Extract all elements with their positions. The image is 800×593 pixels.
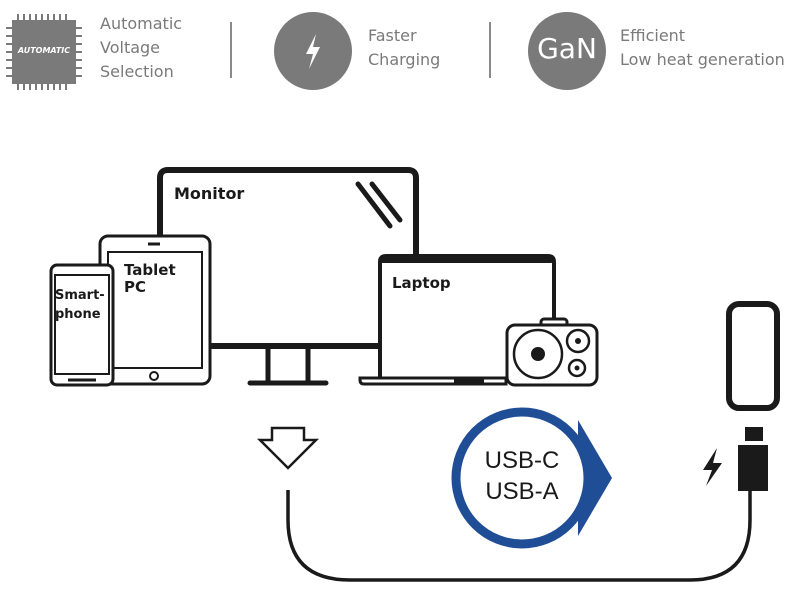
chip-badge-text: AUTOMATIC — [17, 46, 71, 55]
feature-3-line-2: Low heat generation — [620, 50, 785, 69]
usb-badge-text: USB-C USB-A — [456, 445, 588, 507]
usb-badge — [451, 407, 612, 549]
smartphone-label-line-1: Smart- — [55, 288, 105, 303]
laptop-icon — [358, 254, 556, 386]
charging-bolt-icon — [703, 448, 722, 486]
gan-icon: GaN — [528, 12, 606, 90]
tablet-icon — [98, 234, 212, 386]
laptop-label: Laptop — [392, 274, 451, 292]
smartphone-label-line-2: phone — [55, 307, 101, 322]
lightning-icon-svg — [306, 34, 320, 69]
tablet-label-line-2: PC — [124, 278, 147, 296]
usb-c-label: USB-C — [484, 447, 560, 474]
feature-1-line-1: Automatic — [100, 14, 183, 33]
chip-icon-svg — [6, 14, 82, 90]
camera-icon — [505, 317, 599, 387]
smartphone-icon — [49, 263, 115, 387]
feature-2-line-2: Charging — [368, 50, 441, 69]
smartphone-label: Smart- phone — [55, 286, 105, 324]
cable-line — [286, 488, 752, 582]
power-bank-icon — [726, 301, 780, 411]
feature-3-text: Efficient Low heat generation — [620, 24, 785, 72]
down-arrow-icon — [256, 426, 320, 470]
feature-2-line-1: Faster — [368, 26, 417, 45]
feature-2-text: Faster Charging — [368, 24, 440, 72]
feature-1-line-2: Voltage — [100, 38, 161, 57]
monitor-icon — [157, 167, 419, 386]
usb-plug-icon — [738, 427, 768, 491]
chip-icon: AUTOMATIC — [4, 12, 84, 92]
tablet-label-line-1: Tablet — [124, 261, 176, 279]
usb-a-label: USB-A — [485, 478, 559, 505]
lightning-icon — [274, 12, 352, 90]
tablet-label: Tablet PC — [124, 262, 176, 296]
feature-1-text: Automatic Voltage Selection — [100, 12, 182, 84]
feature-1-line-3: Selection — [100, 62, 174, 81]
monitor-label: Monitor — [174, 184, 245, 203]
gan-badge-text: GaN — [537, 32, 597, 65]
feature-divider-2 — [489, 22, 491, 78]
feature-3-line-1: Efficient — [620, 26, 686, 45]
feature-divider-1 — [230, 22, 232, 78]
